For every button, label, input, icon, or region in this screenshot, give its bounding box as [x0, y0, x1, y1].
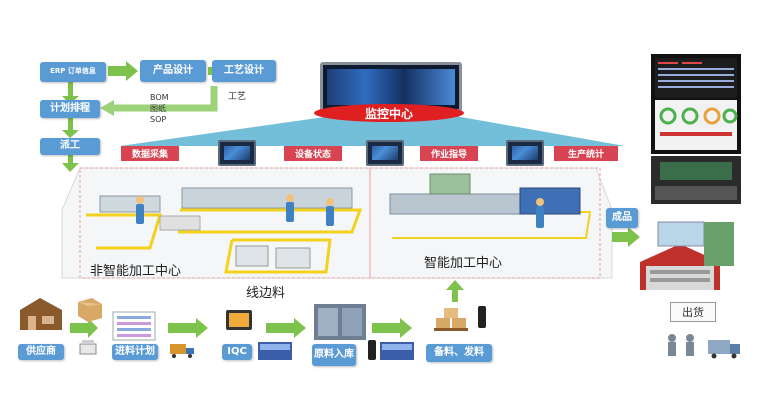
worker-figures	[136, 194, 544, 228]
process-design-box: 工艺设计	[212, 60, 276, 82]
control-room-image	[651, 156, 741, 204]
arrow-plan-to-iqc	[168, 318, 208, 338]
tag-monitor	[366, 140, 404, 166]
scanner-icon	[368, 340, 376, 360]
tag-production-stats: 生产统计	[554, 146, 618, 161]
storage-bin-icon	[258, 342, 414, 360]
bom-item: 图纸	[150, 104, 166, 113]
dashboard-screen	[651, 54, 741, 154]
warehouse-shelf-image	[314, 304, 366, 340]
tag-equipment-status: 设备状态	[284, 146, 342, 161]
arrow-process-to-plan	[112, 86, 218, 112]
non-smart-center-label: 非智能加工中心	[90, 264, 182, 279]
supplier-house-icon	[20, 298, 62, 330]
monitor-projection	[120, 108, 625, 146]
parcel-box-icon	[78, 298, 102, 322]
zone-smart-border	[369, 167, 601, 279]
finished-goods-box: 成品	[606, 208, 638, 228]
erp-order-box: ERP 订单信息	[40, 62, 106, 82]
dispatch-box: 派工	[40, 138, 100, 155]
arrow-erp-to-design	[108, 61, 138, 81]
people-icon	[668, 334, 694, 356]
tag-data-collection: 数据采集	[121, 146, 179, 161]
warehouse-icon	[640, 244, 720, 290]
process-label: 工艺	[228, 92, 247, 102]
delivery-truck-icon	[708, 340, 740, 359]
iqc-box: IQC	[222, 344, 252, 360]
tablet-icon	[226, 310, 252, 330]
tag-work-guidance: 作业指导	[420, 146, 478, 161]
scanner-icon	[478, 306, 486, 328]
line-side-material-label: 线边料	[246, 286, 286, 301]
incoming-plan-box: 进料计划	[112, 344, 158, 360]
tag-monitor	[218, 140, 256, 166]
arrow-iqc-to-warehouse	[266, 318, 306, 338]
smart-center-label: 智能加工中心	[424, 256, 503, 271]
warehouse-in-box: 原料入库	[312, 344, 356, 366]
bom-list: BOM 图纸 SOP	[150, 92, 169, 125]
bom-item: BOM	[150, 93, 169, 102]
document-icon	[112, 311, 156, 341]
bom-item: SOP	[150, 115, 167, 124]
product-design-box: 产品设计	[140, 60, 206, 82]
pallet-boxes-icon	[434, 308, 468, 331]
screen-content	[327, 69, 455, 105]
arrow-supplier-to-plan	[70, 318, 98, 338]
plan-schedule-box: 计划排程	[40, 100, 100, 118]
arrow-to-finished	[612, 227, 640, 247]
shipping-label: 出货	[670, 302, 716, 322]
truck-icon	[170, 344, 194, 358]
tag-monitor	[506, 140, 544, 166]
arrow-warehouse-to-picking	[372, 318, 412, 338]
picking-issuing-box: 备料、发料	[426, 344, 492, 362]
supplier-box: 供应商	[18, 344, 64, 360]
printer-icon	[79, 340, 97, 355]
monitor-center-label: 监控中心	[314, 104, 464, 122]
